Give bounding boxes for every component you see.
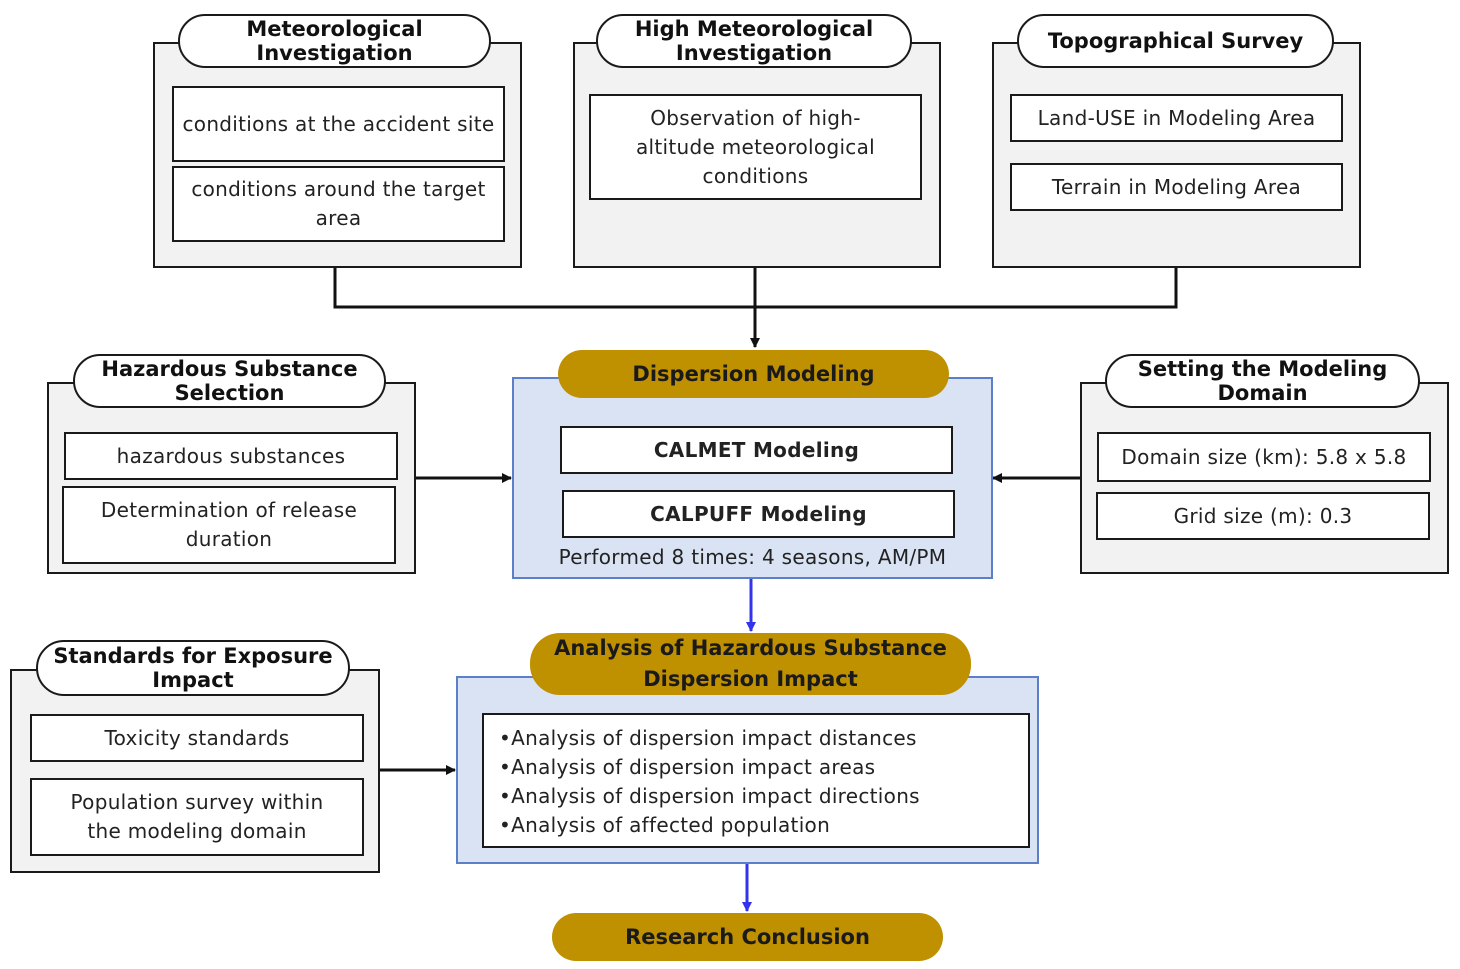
toxicity-standards-box: Toxicity standards bbox=[30, 714, 364, 762]
high-meteorological-title: High Meteorological Investigation bbox=[596, 14, 912, 68]
calpuff-modeling-box: CALPUFF Modeling bbox=[562, 490, 955, 538]
analysis-item-directions: Analysis of dispersion impact directions bbox=[499, 782, 1019, 811]
analysis-item-areas: Analysis of dispersion impact areas bbox=[499, 753, 1019, 782]
hazardous-item-substances: hazardous substances bbox=[64, 432, 398, 480]
calmet-modeling-box: CALMET Modeling bbox=[560, 426, 953, 474]
population-survey-box: Population survey within the modeling do… bbox=[30, 778, 364, 856]
hazardous-selection-title: Hazardous Substance Selection bbox=[73, 354, 386, 408]
domain-size-box: Domain size (km): 5.8 x 5.8 bbox=[1097, 432, 1431, 482]
modeling-domain-title: Setting the Modeling Domain bbox=[1105, 354, 1420, 408]
meteorological-title: Meteorological Investigation bbox=[178, 14, 491, 68]
topographical-item-land-use: Land-USE in Modeling Area bbox=[1010, 94, 1343, 142]
high-meteorological-item: Observation of high-altitude meteorologi… bbox=[589, 94, 922, 200]
hazardous-item-release-duration: Determination of release duration bbox=[62, 486, 396, 564]
grid-size-box: Grid size (m): 0.3 bbox=[1096, 492, 1430, 540]
topographical-panel bbox=[992, 42, 1361, 268]
dispersion-title: Dispersion Modeling bbox=[558, 350, 949, 398]
analysis-title: Analysis of Hazardous Substance Dispersi… bbox=[530, 633, 971, 695]
meteorological-item-target-area: conditions around the target area bbox=[172, 166, 505, 242]
meteorological-item-accident-site: conditions at the accident site bbox=[172, 86, 505, 162]
dispersion-note: Performed 8 times: 4 seasons, AM/PM bbox=[558, 545, 947, 569]
topographical-title: Topographical Survey bbox=[1017, 14, 1334, 68]
analysis-list: Analysis of dispersion impact distances … bbox=[499, 724, 1019, 840]
topographical-item-terrain: Terrain in Modeling Area bbox=[1010, 163, 1343, 211]
analysis-item-population: Analysis of affected population bbox=[499, 811, 1019, 840]
exposure-title: Standards for Exposure Impact bbox=[36, 640, 350, 696]
analysis-item-distances: Analysis of dispersion impact distances bbox=[499, 724, 1019, 753]
research-conclusion: Research Conclusion bbox=[552, 913, 943, 961]
